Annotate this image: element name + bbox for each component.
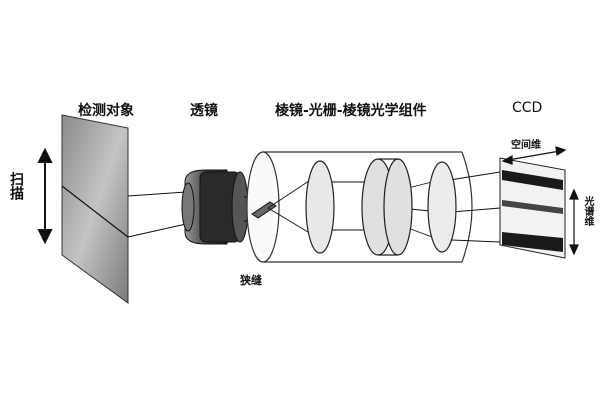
object-to-lens-rays — [127, 191, 187, 238]
slit — [251, 201, 277, 219]
scan-arrow — [37, 147, 53, 245]
lens-barrel — [181, 169, 249, 245]
detection-object-plate — [61, 114, 129, 304]
spectral-dimension-arrow — [569, 188, 579, 256]
first-lens-element — [305, 160, 335, 254]
second-lens-element — [427, 161, 457, 253]
spatial-dimension-label: 空间维 — [511, 140, 541, 151]
ccd-sensor — [499, 157, 566, 259]
slit-label: 狭缝 — [240, 274, 262, 287]
scan-label: 扫描 — [8, 172, 24, 200]
lens-label: 透镜 — [190, 103, 218, 119]
scan-line — [61, 185, 129, 238]
detect-object-label: 检测对象 — [78, 103, 134, 119]
prism-grating-prism-assembly — [361, 158, 413, 256]
ccd-label: CCD — [512, 100, 543, 116]
spatial-dimension-arrow — [501, 146, 567, 165]
spectral-dimension-label: 光谱维 — [582, 196, 593, 226]
prism-grating-label: 棱镜-光栅-棱镜光学组件 — [275, 103, 427, 119]
